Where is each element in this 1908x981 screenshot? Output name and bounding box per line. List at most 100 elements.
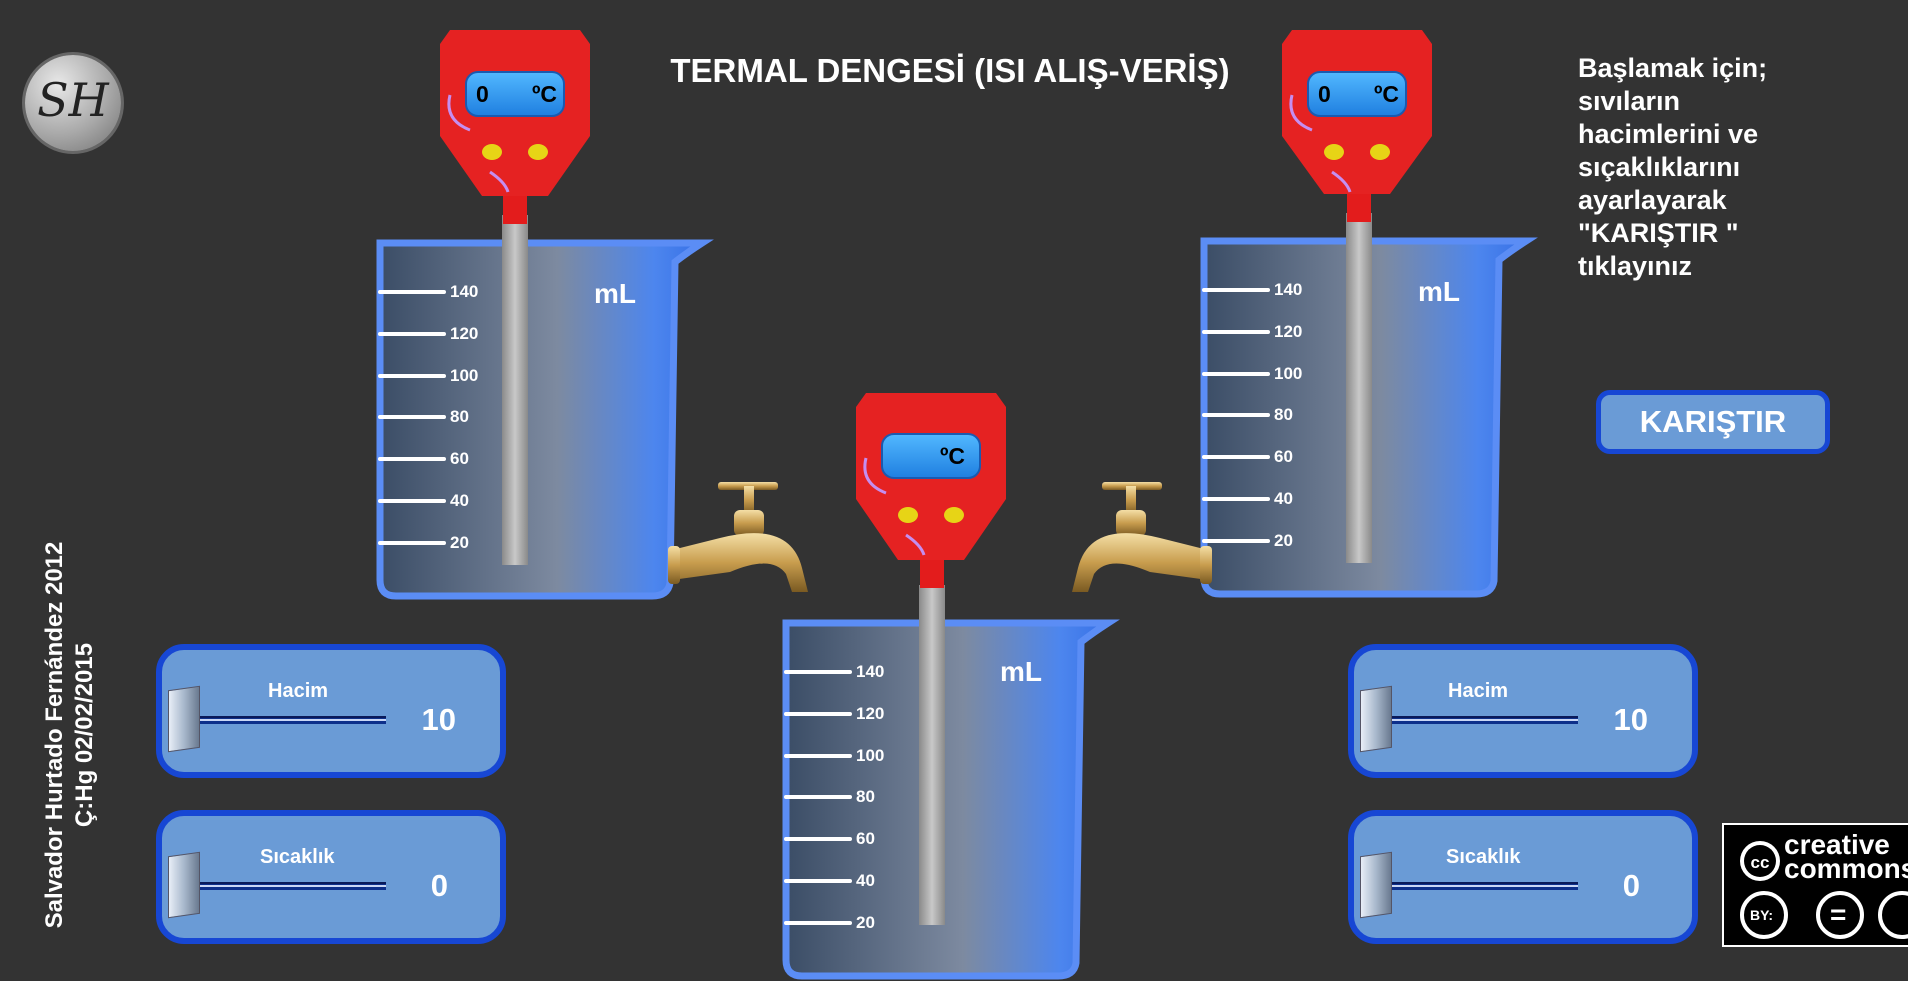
right-temp-reading: 0 — [1318, 81, 1331, 107]
scale-tick-label: 60 — [450, 449, 469, 468]
mix-thermometer-screen — [881, 433, 981, 479]
left-thermometer-rod — [502, 215, 528, 565]
scale-tick — [1202, 330, 1270, 334]
right-thermometer-screen — [1307, 71, 1407, 117]
scale-tick-label: 60 — [1274, 447, 1293, 466]
logo-monogram: SH — [37, 73, 109, 127]
scale-tick-label: 60 — [856, 829, 875, 848]
scale-tick-label: 80 — [1274, 405, 1293, 424]
right-beaker — [1200, 194, 1538, 598]
cc-text-1: creative — [1784, 829, 1890, 860]
scale-tick-label: 20 — [856, 913, 875, 932]
left-volume-value: 10 — [421, 702, 456, 737]
scale-tick — [1202, 413, 1270, 417]
cc-logo-icon: cc — [1740, 841, 1908, 939]
page-title: TERMAL DENGESİ (ISI ALIŞ-VERİŞ) — [670, 52, 1230, 89]
right-temperature-value: 0 — [1622, 868, 1640, 903]
mix-thermometer-rod — [919, 585, 945, 925]
scale-tick — [1202, 497, 1270, 501]
scale-tick — [378, 290, 446, 294]
scale-tick — [784, 879, 852, 883]
author-logo: SH — [25, 55, 121, 151]
instructions-text: Başlamak için; sıvıların hacimlerini ve … — [1578, 52, 1838, 283]
scale-tick — [784, 837, 852, 841]
left-volume-slider-thumb[interactable] — [168, 685, 200, 753]
scale-tick-label: 80 — [450, 407, 469, 426]
cc-text-2: commons — [1784, 853, 1908, 884]
right-volume-value: 10 — [1613, 702, 1648, 737]
right-temperature-slider-track[interactable] — [1380, 882, 1578, 890]
scale-tick — [378, 332, 446, 336]
author-credit: Salvador Hurtado Fernández 2012 Ç:Hg 02/… — [40, 535, 150, 935]
left-volume-panel: Hacim 10 — [156, 644, 506, 778]
creative-commons-badge[interactable]: cc creative commons BY: = — [1722, 823, 1908, 947]
right-temperature-panel: Sıcaklık 0 — [1348, 810, 1698, 944]
scale-tick — [378, 541, 446, 545]
scale-tick — [1202, 455, 1270, 459]
scale-tick-label: 80 — [856, 787, 875, 806]
scale-tick — [378, 499, 446, 503]
right-temperature-label: Sıcaklık — [1446, 846, 1521, 868]
instruction-line: sıçaklıklarını — [1578, 152, 1741, 182]
mix-beaker-unit: mL — [1000, 656, 1042, 687]
scale-tick-label: 100 — [450, 366, 479, 385]
instruction-line: tıklayınız — [1578, 251, 1693, 281]
left-volume-slider-track[interactable] — [188, 716, 386, 724]
right-temperature-slider-thumb[interactable] — [1360, 851, 1392, 919]
left-temperature-label: Sıcaklık — [260, 846, 335, 868]
left-faucet-icon — [668, 482, 808, 592]
scale-tick-label: 120 — [1274, 322, 1303, 341]
scale-tick — [378, 415, 446, 419]
scale-tick — [784, 795, 852, 799]
scale-tick — [1202, 539, 1270, 543]
scale-tick-label: 140 — [450, 282, 479, 301]
scale-tick-label: 100 — [856, 746, 885, 765]
right-volume-slider-thumb[interactable] — [1360, 685, 1392, 753]
scale-tick-label: 140 — [856, 662, 885, 681]
scale-tick-label: 20 — [1274, 531, 1293, 550]
scale-tick-label: 40 — [450, 491, 469, 510]
left-temperature-slider-thumb[interactable] — [168, 851, 200, 919]
right-volume-slider-track[interactable] — [1380, 716, 1578, 724]
scale-tick-label: 40 — [856, 871, 875, 890]
scale-tick — [784, 712, 852, 716]
cc-by-icon: BY: — [1750, 907, 1774, 923]
left-volume-label: Hacim — [268, 680, 329, 702]
scale-tick-label: 40 — [1274, 489, 1293, 508]
right-beaker-unit: mL — [1418, 276, 1460, 307]
right-temp-unit: ºC — [1374, 81, 1400, 107]
scale-tick-label: 20 — [450, 533, 469, 552]
scale-tick-label: 140 — [1274, 280, 1303, 299]
left-temp-unit: ºC — [532, 81, 558, 107]
mix-beaker — [782, 558, 1120, 980]
left-beaker-unit: mL — [594, 278, 636, 309]
left-temperature-slider-track[interactable] — [188, 882, 386, 890]
right-faucet-icon — [1072, 482, 1212, 592]
instruction-line: sıvıların — [1578, 86, 1681, 116]
scale-tick — [784, 754, 852, 758]
scale-tick — [378, 374, 446, 378]
author-name: Salvador Hurtado Fernández 2012 — [41, 541, 68, 929]
instruction-line: Başlamak için; — [1578, 53, 1768, 83]
scale-tick — [784, 670, 852, 674]
right-volume-label: Hacim — [1448, 680, 1509, 702]
cc-nd-icon: = — [1830, 899, 1847, 930]
scale-tick — [378, 457, 446, 461]
instruction-line: ayarlayarak — [1578, 185, 1727, 215]
right-volume-panel: Hacim 10 — [1348, 644, 1698, 778]
left-temperature-panel: Sıcaklık 0 — [156, 810, 506, 944]
scale-tick-label: 120 — [856, 704, 885, 723]
mix-button[interactable]: KARIŞTIR — [1596, 390, 1830, 454]
left-beaker — [376, 196, 714, 600]
right-thermometer-rod — [1346, 213, 1372, 563]
instruction-line: hacimlerini ve — [1578, 119, 1759, 149]
scale-tick-label: 100 — [1274, 364, 1303, 383]
scale-tick-label: 120 — [450, 324, 479, 343]
left-thermometer-screen — [465, 71, 565, 117]
instruction-line: "KARIŞTIR " — [1578, 218, 1739, 248]
left-temp-reading: 0 — [476, 81, 489, 107]
svg-text:cc: cc — [1751, 853, 1770, 872]
scale-tick — [784, 921, 852, 925]
mix-temp-unit: ºC — [940, 443, 966, 469]
